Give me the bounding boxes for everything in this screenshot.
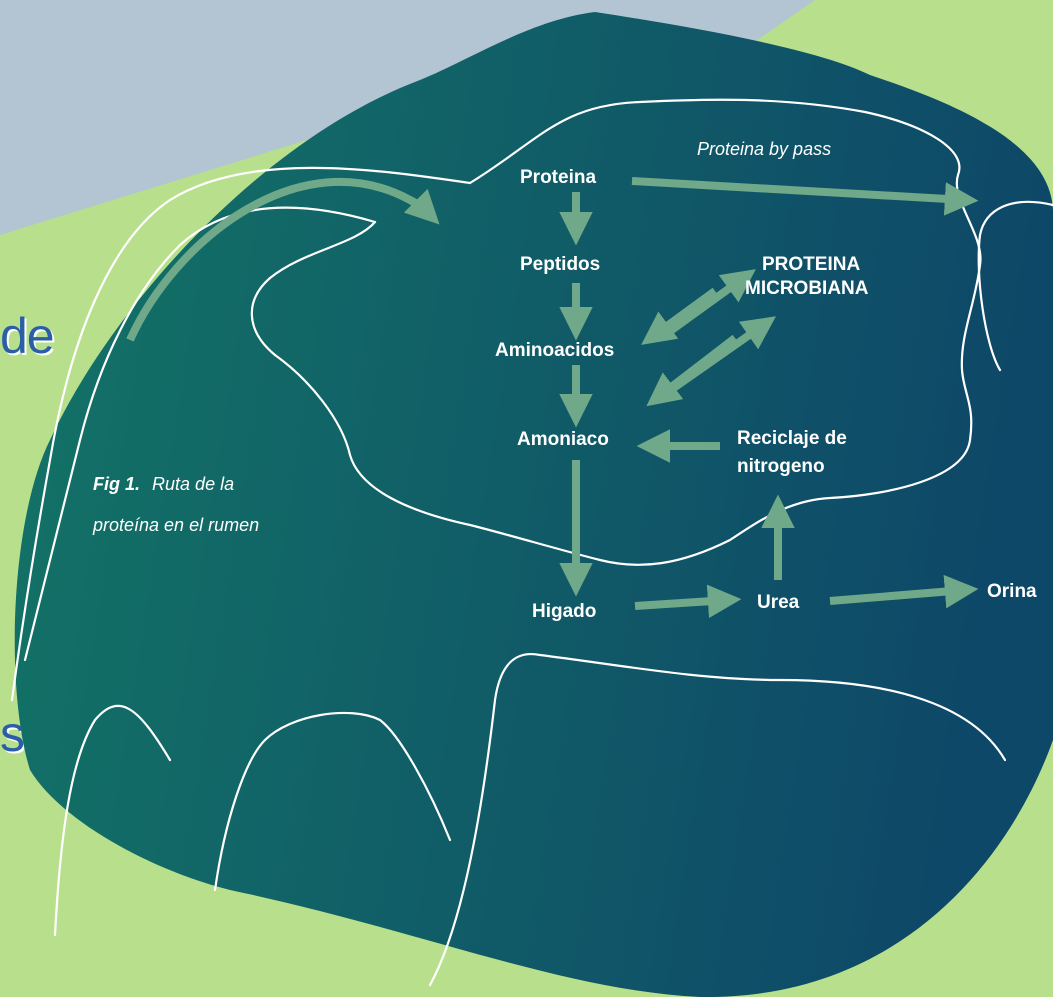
arrow-aminoacidos-to-microbiana xyxy=(659,269,756,341)
figure-caption-text1: Ruta de la xyxy=(152,474,234,494)
figure-caption-line1: Fig 1. Ruta de la xyxy=(93,474,234,494)
rumen-outline xyxy=(250,98,982,566)
node-proteina-microbiana-line2: MICROBIANA xyxy=(745,278,869,299)
leg-outline-1 xyxy=(53,704,172,937)
node-reciclaje-line2: nitrogeno xyxy=(737,456,825,477)
slide-text-fragment-de: de xyxy=(0,308,55,364)
node-reciclaje-line1: Reciclaje de xyxy=(737,428,847,449)
figure-caption-bold: Fig 1. xyxy=(93,474,140,494)
abomasum-outline xyxy=(977,200,1053,372)
arrow-urea-to-orina xyxy=(829,574,979,609)
belly-outline xyxy=(428,653,1007,987)
pathway-arrows xyxy=(126,177,979,619)
node-higado: Higado xyxy=(532,601,596,622)
arrow-microbiana-to-aminoacidos xyxy=(641,287,718,345)
teal-disk xyxy=(14,12,1053,997)
node-orina: Orina xyxy=(987,581,1037,602)
esophagus-outer-line xyxy=(10,166,472,702)
arrow-amoniaco-to-microbiana xyxy=(665,316,777,396)
node-peptidos: Peptidos xyxy=(520,254,600,275)
node-proteina-microbiana-line1: PROTEINA xyxy=(762,254,860,275)
arrow-proteina-bypass xyxy=(631,177,979,216)
esophagus-inner-line xyxy=(23,206,377,662)
node-aminoacidos: Aminoacidos xyxy=(495,340,614,361)
cow-outline-lines xyxy=(10,98,1053,987)
bypass-label: Proteina by pass xyxy=(697,139,831,159)
node-urea: Urea xyxy=(757,592,800,613)
arrow-esophagus-to-rumen xyxy=(126,177,440,342)
node-amoniaco: Amoniaco xyxy=(517,429,609,450)
leg-outline-2 xyxy=(213,711,452,892)
node-proteina: Proteina xyxy=(520,167,596,188)
figure-caption-line2: proteína en el rumen xyxy=(92,515,259,535)
arrow-higado-to-urea xyxy=(634,584,742,619)
